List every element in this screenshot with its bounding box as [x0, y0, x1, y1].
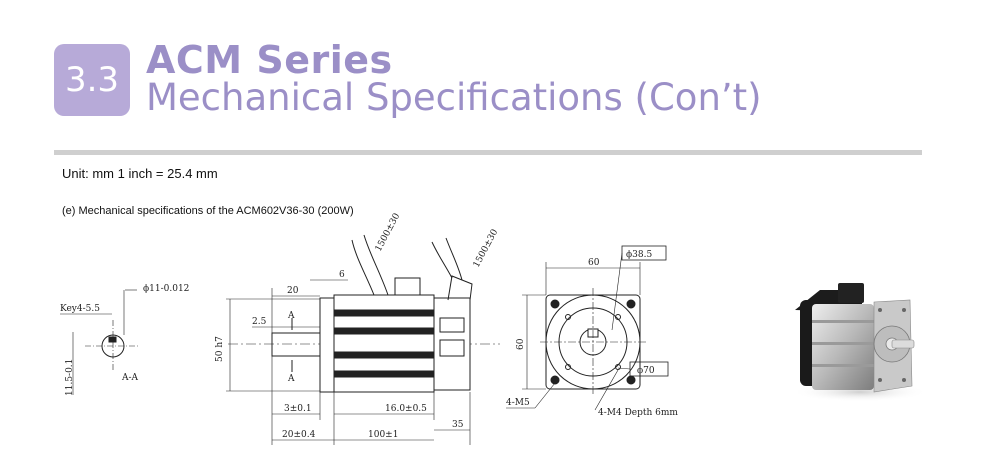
dim-35-label: 35 [452, 420, 464, 430]
dim-3-label: 3±0.1 [284, 404, 312, 414]
motor-side-view [226, 234, 500, 445]
series-title: ACM Series [146, 38, 393, 82]
shaft-diameter-label: ϕ11-0.012 [143, 284, 189, 294]
figure-caption: (e) Mechanical specifications of the ACM… [62, 205, 354, 217]
shaft-section-view [60, 289, 140, 395]
section-mark-bottom: A [287, 374, 295, 384]
dim-20b-label: 20±0.4 [282, 430, 316, 440]
unit-note: Unit: mm 1 inch = 25.4 mm [62, 166, 218, 181]
tapped-holes-label: 4-M4 Depth 6mm [598, 408, 678, 418]
motor-product-photo [792, 283, 928, 402]
dim-100-label: 100±1 [368, 430, 398, 440]
dim-20-label: 20 [287, 286, 299, 296]
page-subtitle: Mechanical Specifications (Con’t) [146, 76, 762, 119]
divider [54, 150, 922, 155]
dim-6-label: 6 [339, 270, 345, 280]
section-badge: 3.3 [54, 44, 130, 116]
dim-60-label: 60 [588, 258, 600, 268]
dim-2-5-label: 2.5 [252, 317, 267, 327]
cable-length-label-1: 1500±30 [374, 211, 403, 253]
bolt-circle-label: ϕ70 [637, 366, 655, 376]
section-mark-top: A [287, 311, 295, 321]
pcd-label: ϕ38.5 [626, 250, 652, 260]
dim-16-label: 16.0±0.5 [385, 404, 427, 414]
section-label: A-A [121, 373, 139, 383]
section-number: 3.3 [64, 60, 120, 100]
key-height-label: 11.5-0.1 [65, 359, 75, 396]
cable-length-label-2: 1500±30 [472, 227, 501, 269]
mounting-holes-label: 4-M5 [506, 398, 530, 408]
flange-diameter-label: 50 h7 [215, 336, 225, 362]
dim-60v-label: 60 [516, 338, 526, 350]
motor-front-view [506, 245, 669, 411]
key-label: Key4-5.5 [60, 304, 100, 314]
